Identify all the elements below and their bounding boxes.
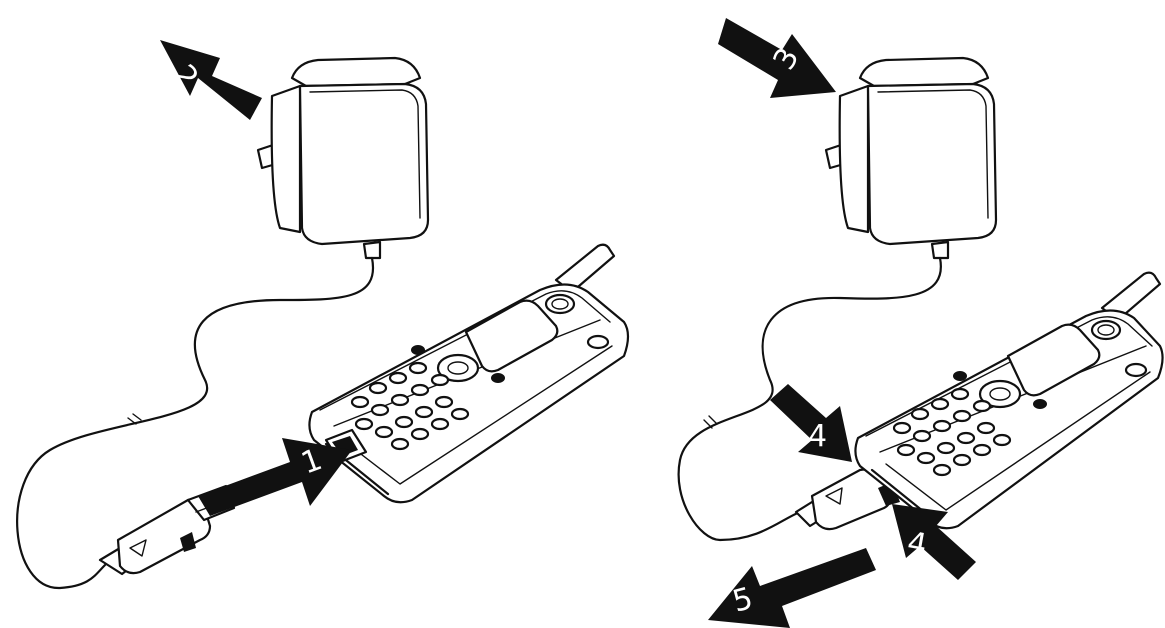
arrow-step-4-upper: 4: [770, 384, 852, 462]
right-wall-adapter: [824, 56, 998, 260]
right-charger-cable: [677, 256, 942, 542]
arrow-step-3: 3: [718, 18, 836, 98]
left-wall-adapter: [256, 56, 430, 260]
arrow-step-2: 2: [160, 40, 262, 120]
right-keypad: [892, 371, 1047, 477]
step-4-upper-label: 4: [808, 419, 827, 454]
arrow-step-1: 1: [198, 438, 352, 516]
right-handset: [854, 271, 1164, 530]
left-keypad: [350, 345, 505, 451]
left-panel: 1 2: [16, 40, 630, 590]
right-panel: 3 4 4 5: [677, 18, 1164, 628]
right-connector-plug: [794, 468, 900, 531]
left-charger-cable: [16, 256, 375, 590]
left-handset: [308, 243, 630, 504]
arrow-step-5: 5: [708, 548, 876, 628]
